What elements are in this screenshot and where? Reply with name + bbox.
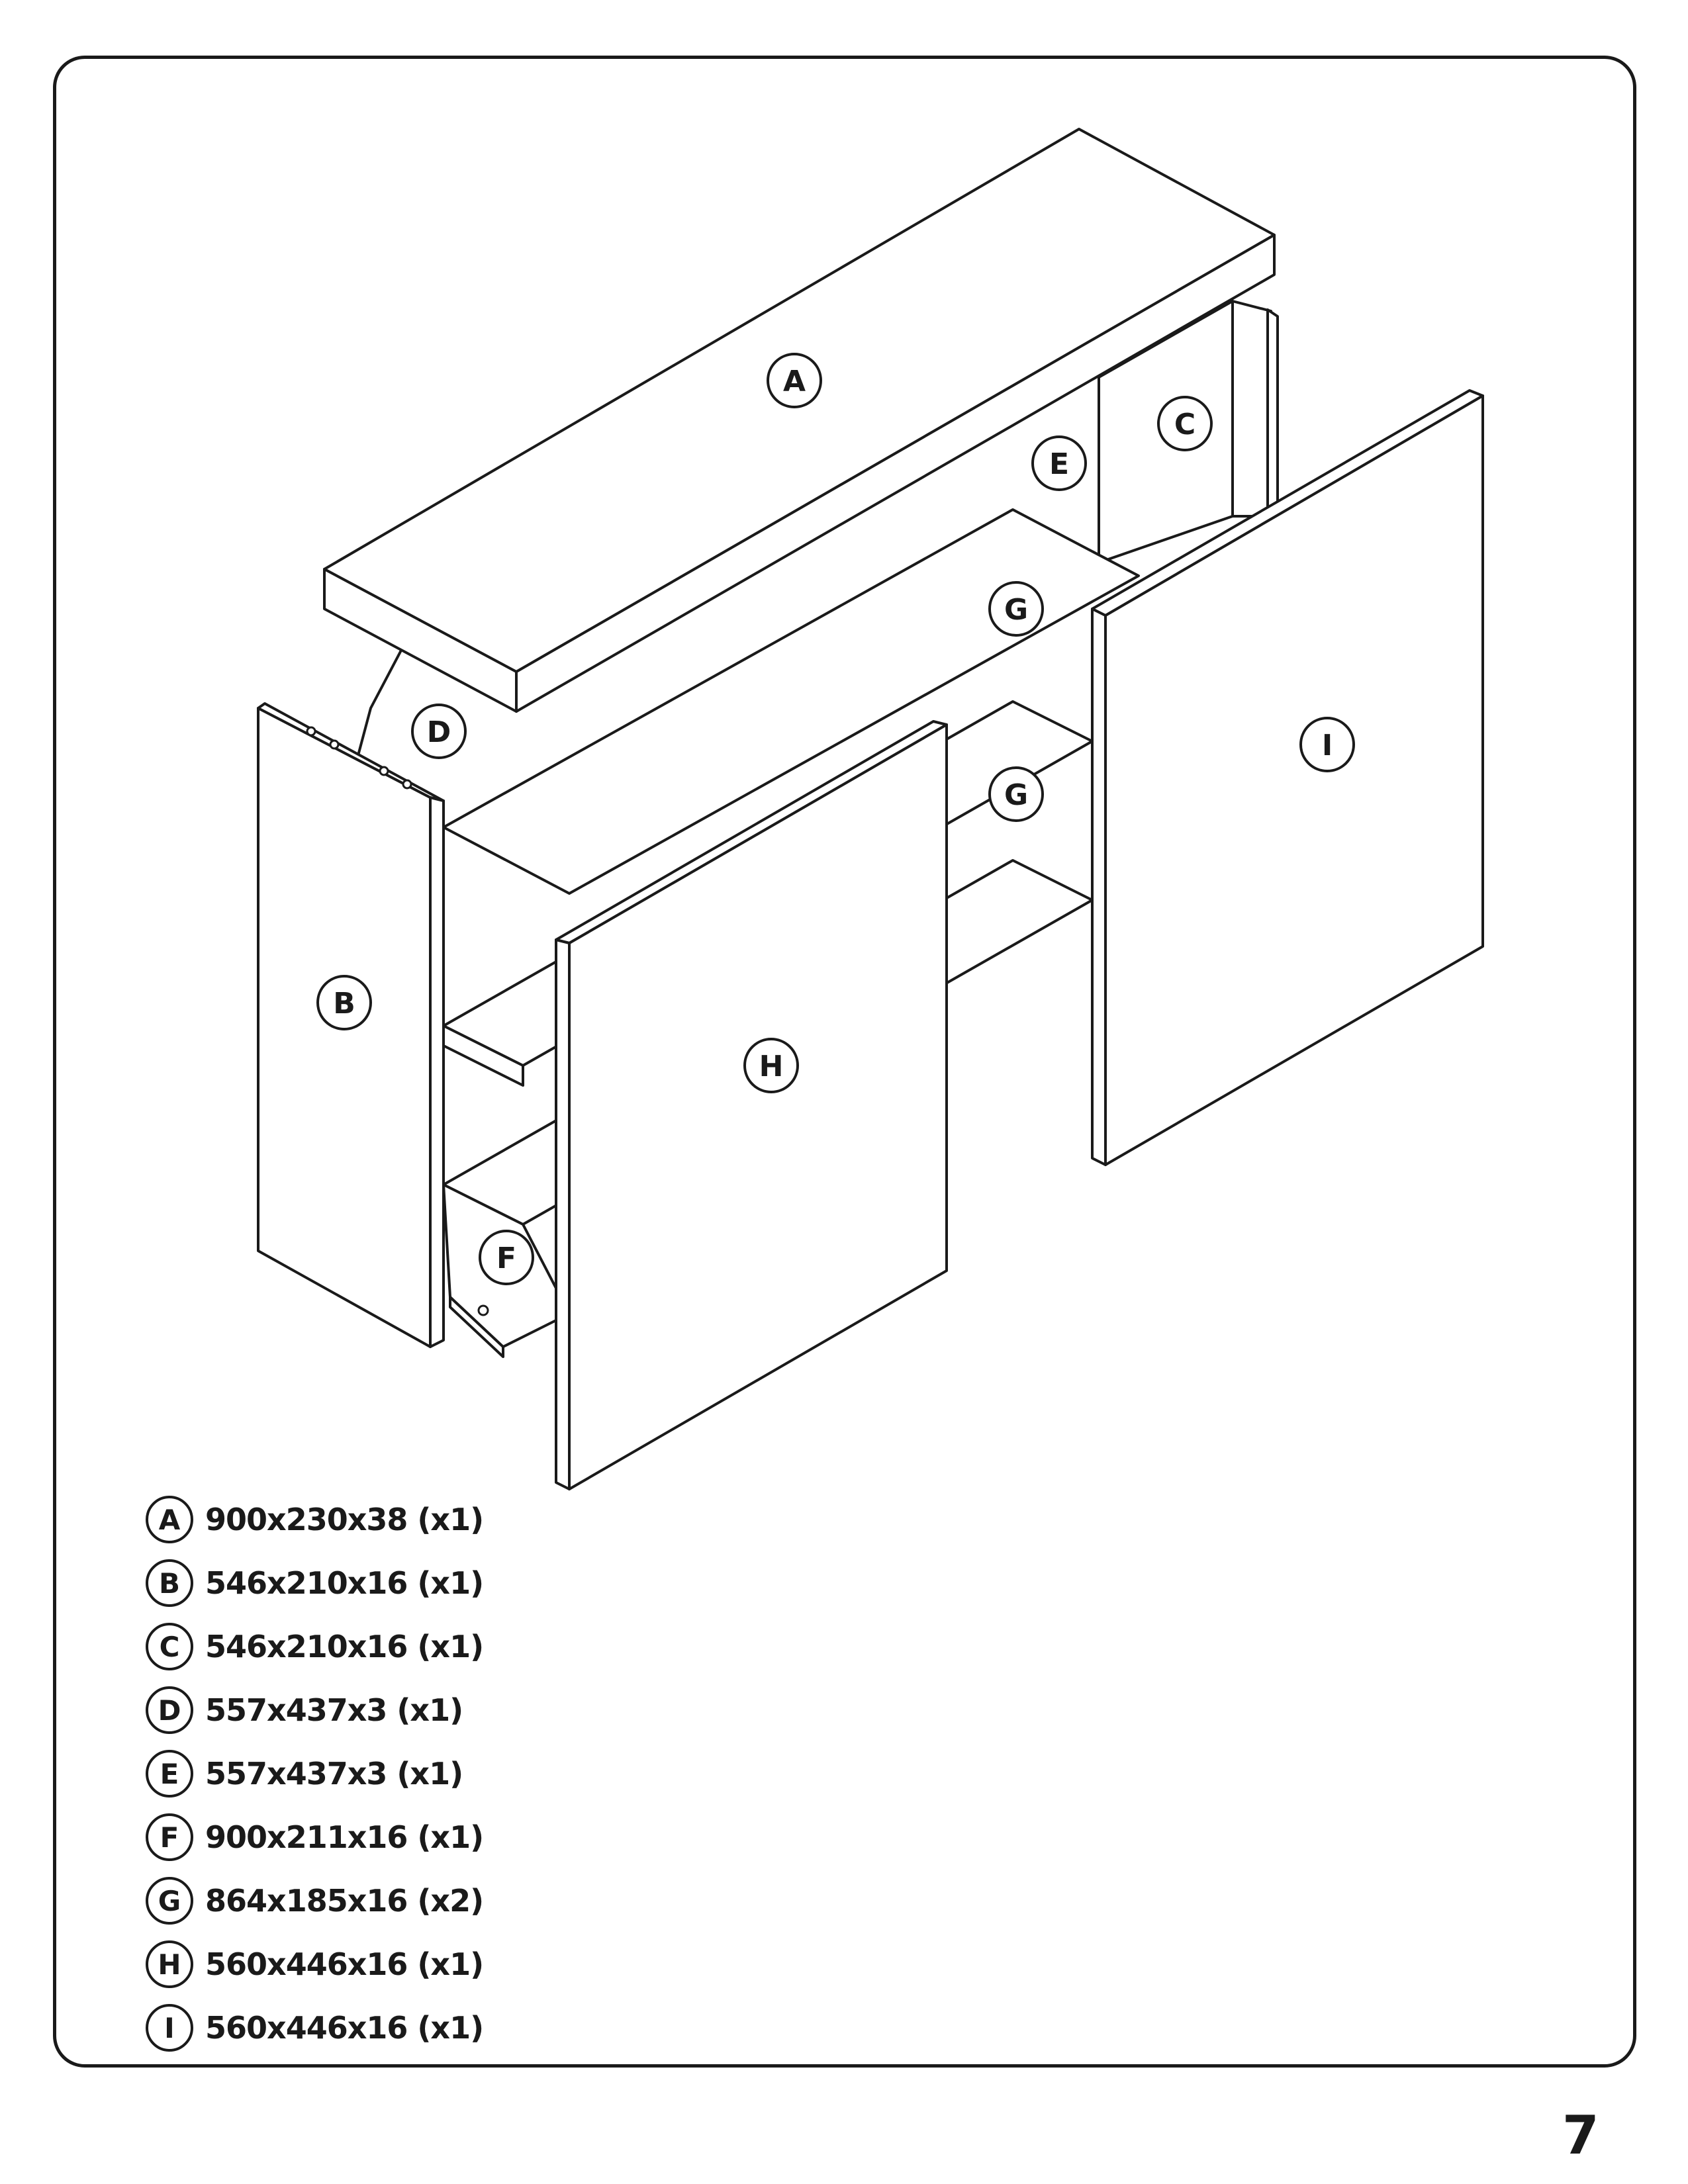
- parts-list: A 900x230x38 (x1) B 546x210x16 (x1) C 54…: [146, 1488, 808, 2060]
- panel-h-door: [555, 720, 948, 1490]
- label-f: F: [479, 1230, 534, 1285]
- label-h: H: [743, 1038, 799, 1093]
- part-letter-badge: C: [146, 1623, 193, 1670]
- part-letter-badge: I: [146, 2004, 193, 2052]
- part-row-h: H 560x446x16 (x1): [146, 1933, 808, 1996]
- part-dimensions: 900x230x38 (x1): [205, 1502, 484, 1537]
- svg-text:I: I: [1322, 729, 1333, 762]
- part-row-f: F 900x211x16 (x1): [146, 1805, 808, 1869]
- part-dimensions: 546x210x16 (x1): [205, 1565, 484, 1601]
- label-c: C: [1157, 396, 1213, 451]
- part-dimensions: 560x446x16 (x1): [205, 2010, 484, 2046]
- svg-text:G: G: [1004, 593, 1028, 627]
- svg-text:B: B: [333, 987, 355, 1021]
- part-letter-badge: H: [146, 1940, 193, 1988]
- part-dimensions: 864x185x16 (x2): [205, 1883, 484, 1919]
- label-i: I: [1299, 717, 1355, 772]
- panel-i-door: [1091, 389, 1484, 1166]
- svg-text:F: F: [496, 1242, 516, 1275]
- svg-text:G: G: [1004, 778, 1028, 812]
- part-letter-badge: D: [146, 1686, 193, 1734]
- svg-text:A: A: [783, 365, 806, 398]
- label-a: A: [767, 353, 822, 408]
- part-dimensions: 560x446x16 (x1): [205, 1946, 484, 1982]
- page-frame: [53, 56, 1636, 2068]
- part-dimensions: 546x210x16 (x1): [205, 1629, 484, 1664]
- shelf-g-upper: [442, 508, 1140, 895]
- svg-text:C: C: [1174, 408, 1196, 441]
- svg-text:H: H: [759, 1050, 784, 1083]
- part-row-d: D 557x437x3 (x1): [146, 1678, 808, 1742]
- part-letter-badge: E: [146, 1750, 193, 1797]
- svg-text:E: E: [1049, 447, 1069, 481]
- label-g-lower: G: [988, 766, 1044, 822]
- part-row-g: G 864x185x16 (x2): [146, 1869, 808, 1933]
- part-row-i: I 560x446x16 (x1): [146, 1996, 808, 2060]
- part-letter-badge: B: [146, 1559, 193, 1607]
- label-e: E: [1031, 435, 1087, 491]
- part-row-b: B 546x210x16 (x1): [146, 1551, 808, 1615]
- label-b: B: [316, 975, 372, 1030]
- part-dimensions: 557x437x3 (x1): [205, 1756, 463, 1792]
- part-dimensions: 900x211x16 (x1): [205, 1819, 484, 1855]
- part-row-c: C 546x210x16 (x1): [146, 1615, 808, 1678]
- panel-c: [1231, 300, 1279, 518]
- part-row-e: E 557x437x3 (x1): [146, 1742, 808, 1805]
- part-letter-badge: F: [146, 1813, 193, 1861]
- part-dimensions: 557x437x3 (x1): [205, 1692, 463, 1728]
- svg-text:D: D: [427, 715, 451, 749]
- panel-d-edge: [356, 645, 405, 758]
- label-g-upper: G: [988, 581, 1044, 637]
- page-number: 7: [1562, 2105, 1599, 2166]
- part-letter-badge: G: [146, 1877, 193, 1925]
- part-letter-badge: A: [146, 1496, 193, 1543]
- label-d: D: [411, 704, 467, 759]
- part-row-a: A 900x230x38 (x1): [146, 1488, 808, 1551]
